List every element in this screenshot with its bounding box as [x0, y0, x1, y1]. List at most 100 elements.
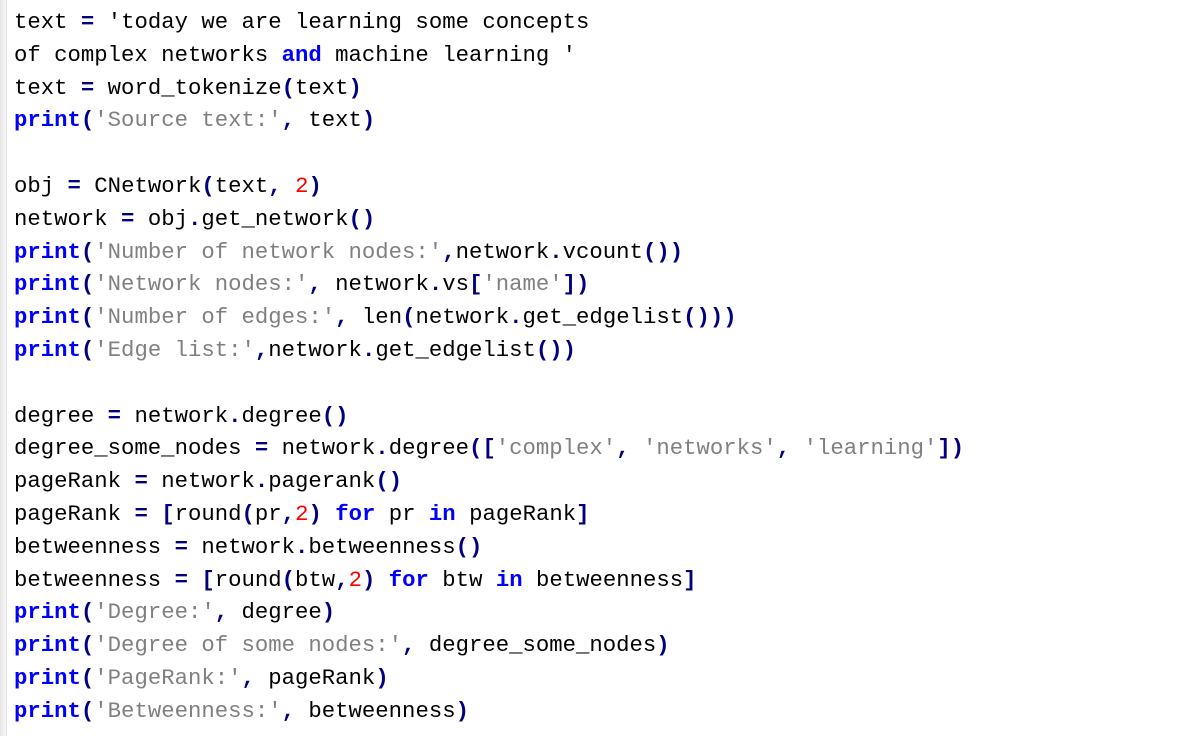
- code-token-op: (: [80, 107, 95, 134]
- code-token-plain: len: [348, 304, 403, 331]
- code-token-op: =: [134, 500, 148, 527]
- code-line: obj = CNetwork(text, 2): [14, 170, 964, 203]
- code-token-plain: pageRank: [14, 500, 135, 527]
- code-token-op: ): [656, 632, 670, 659]
- code-token-kw: print: [14, 632, 81, 659]
- code-token-op: (: [201, 172, 215, 199]
- code-token-op: =: [67, 172, 81, 199]
- code-token-str: 'Degree of some nodes:': [94, 632, 403, 659]
- code-token-op: .: [254, 468, 269, 495]
- code-token-op: ): [308, 172, 322, 199]
- code-token-kw: for: [335, 500, 376, 527]
- code-token-plain: pageRank: [254, 664, 376, 691]
- code-token-str: 'learning': [803, 435, 938, 462]
- code-token-op: ,: [308, 271, 322, 298]
- code-line: betweenness = network.betweenness(): [14, 531, 964, 564]
- code-line: print('Degree of some nodes:', degree_so…: [14, 629, 964, 662]
- code-token-op: ([: [468, 435, 496, 462]
- code-token-op: [: [161, 500, 175, 527]
- code-token-op: .: [228, 402, 242, 429]
- code-line: pageRank = [round(pr,2) for pr in pageRa…: [14, 498, 964, 531]
- code-token-op: (: [241, 500, 255, 527]
- code-token-op: .: [509, 304, 523, 331]
- code-token-plain: pr: [375, 500, 429, 527]
- code-token-op: ,: [402, 632, 416, 659]
- code-token-op: [: [468, 271, 483, 298]
- code-token-op: .: [361, 336, 376, 363]
- code-token-kw: print: [14, 664, 81, 691]
- code-token-op: ,: [281, 697, 296, 724]
- code-line: print('Edge list:',network.get_edgelist(…: [14, 334, 964, 367]
- code-token-op: ,: [214, 599, 229, 626]
- code-token-plain: btw: [428, 566, 496, 593]
- code-token-plain: btw: [295, 566, 336, 593]
- code-token-op: (: [80, 632, 95, 659]
- code-line: [14, 367, 964, 400]
- code-token-op: (): [348, 205, 376, 232]
- code-token-op: ): [321, 599, 336, 626]
- code-token-op: =: [254, 435, 269, 462]
- code-token-op: (: [80, 664, 95, 691]
- code-token-op: ,: [281, 107, 296, 134]
- code-token-plain: round: [174, 500, 242, 527]
- editor-gutter: [0, 0, 7, 736]
- code-line: degree_some_nodes = network.degree(['com…: [14, 432, 964, 465]
- code-token-op: (): [321, 402, 349, 429]
- code-token-op: (: [281, 74, 296, 101]
- code-line: print('Source text:', text): [14, 104, 964, 137]
- code-token-plain: betweenness: [14, 566, 175, 593]
- code-token-plain: obj: [14, 172, 68, 199]
- code-token-str: 'Number of network nodes:': [94, 238, 443, 265]
- code-token-plain: [282, 173, 295, 199]
- code-token-plain: betweenness: [522, 566, 684, 593]
- code-token-plain: get_edgelist: [522, 304, 684, 331]
- code-token-plain: degree_some_nodes: [415, 632, 657, 659]
- code-token-plain: degree: [241, 402, 322, 429]
- code-token-plain: [790, 435, 803, 461]
- code-token-plain: ': [562, 41, 577, 68]
- code-token-op: (: [80, 271, 95, 298]
- code-token-str: 'Edge list:': [94, 336, 255, 363]
- code-token-plain: get_network: [201, 205, 349, 232]
- code-token-op: .: [428, 271, 443, 298]
- code-token-op: (): [455, 533, 483, 560]
- code-token-plain: get_edgelist: [375, 336, 536, 363]
- code-line: print('Betweenness:', betweenness): [14, 695, 964, 728]
- code-token-plain: degree: [388, 435, 469, 462]
- code-token-plain: round: [214, 566, 282, 593]
- code-token-op: (: [80, 336, 95, 363]
- code-token-str: 'Source text:': [94, 107, 282, 134]
- code-token-op: =: [174, 533, 188, 560]
- code-token-op: ): [361, 566, 376, 593]
- code-token-op: ,: [335, 304, 349, 331]
- code-token-kw: print: [14, 599, 81, 626]
- code-token-str: 'PageRank:': [94, 664, 242, 691]
- code-token-str: 'name': [482, 271, 563, 298]
- code-token-str: 'complex': [495, 435, 617, 462]
- code-token-op: .: [549, 238, 563, 265]
- code-line: print('PageRank:', pageRank): [14, 662, 964, 695]
- code-token-op: (: [80, 599, 95, 626]
- code-token-plain: text: [295, 74, 349, 101]
- code-token-kw: for: [388, 566, 429, 593]
- code-token-plain: text: [14, 74, 81, 101]
- code-line: [14, 137, 964, 170]
- code-token-op: ): [455, 697, 469, 724]
- code-token-kw: in: [428, 500, 456, 527]
- code-token-op: [: [201, 566, 215, 593]
- code-line: print('Network nodes:', network.vs['name…: [14, 268, 964, 301]
- code-token-plain: [94, 9, 107, 35]
- code-token-op: ,: [254, 336, 269, 363]
- code-token-num: 2: [348, 566, 362, 593]
- code-token-op: ())): [683, 304, 737, 331]
- code-token-plain: pagerank: [268, 468, 376, 495]
- code-token-op: ,: [241, 664, 255, 691]
- code-token-plain: [322, 501, 335, 527]
- code-token-plain: network: [268, 336, 362, 363]
- code-block[interactable]: text = 'today we are learning some conce…: [14, 6, 964, 728]
- code-token-op: ,: [616, 435, 630, 462]
- code-token-op: ()): [642, 238, 684, 265]
- code-token-num: 2: [295, 172, 309, 199]
- code-token-kw: print: [14, 271, 81, 298]
